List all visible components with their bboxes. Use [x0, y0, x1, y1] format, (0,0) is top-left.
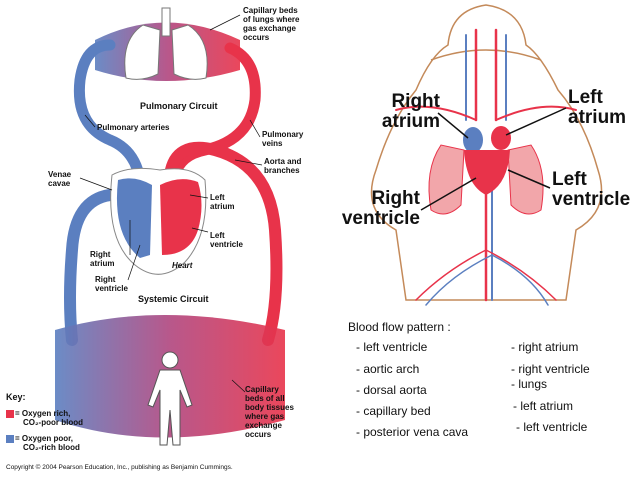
- pulmonary-arteries: [73, 39, 146, 186]
- flow-step-6: - right atrium: [511, 340, 579, 354]
- label-specimen-left-atrium: Left atrium: [568, 87, 627, 128]
- label-pulmonary-veins: Pulmonary veins: [262, 130, 304, 148]
- label-pulmonary-arteries: Pulmonary arteries: [97, 123, 170, 132]
- flow-step-10: - left ventricle: [516, 420, 588, 434]
- key-swatch-oxygen-rich: [6, 410, 14, 418]
- pulmonary-veins: [169, 42, 261, 181]
- label-aorta-branches: Aorta and branches: [264, 157, 302, 175]
- flow-step-5: - posterior vena cava: [356, 425, 469, 439]
- key-oxygen-rich: = Oxygen rich, CO₂-poor blood: [15, 409, 83, 427]
- key-title: Key:: [6, 392, 26, 402]
- lungs: [124, 24, 208, 80]
- label-heart: Heart: [172, 261, 193, 270]
- flow-step-8: - lungs: [511, 377, 548, 391]
- venae-cavae: [64, 189, 116, 346]
- label-specimen-right-atrium: Right atrium: [381, 91, 440, 132]
- circulation-diagram: [55, 7, 285, 446]
- left-heart: [160, 179, 202, 255]
- label-specimen-right-ventricle: Right ventricle: [341, 188, 420, 229]
- label-capillary-lungs: Capillary beds of lungs where gas exchan…: [243, 6, 300, 42]
- label-right-atrium: Right atrium: [90, 250, 115, 268]
- copyright: Copyright © 2004 Pearson Education, Inc.…: [6, 464, 233, 471]
- flow-step-4: - capillary bed: [356, 404, 431, 418]
- key-oxygen-poor: = Oxygen poor, CO₂-rich blood: [15, 434, 80, 452]
- label-left-atrium: Left atrium: [210, 193, 235, 211]
- label-venae-cavae: Venae cavae: [48, 170, 72, 188]
- flow-step-2: - aortic arch: [356, 362, 420, 376]
- specimen-heart: [463, 126, 511, 195]
- label-systemic-circuit: Systemic Circuit: [138, 294, 209, 304]
- specimen-diagram: [370, 4, 603, 306]
- label-specimen-left-ventricle: Left ventricle: [552, 169, 631, 210]
- key-swatch-oxygen-poor: [6, 435, 14, 443]
- specimen-left-lung: [428, 144, 465, 215]
- label-right-ventricle: Right ventricle: [95, 275, 128, 293]
- flow-step-7: - right ventricle: [511, 362, 590, 376]
- label-pulmonary-circuit: Pulmonary Circuit: [140, 101, 218, 111]
- right-heart: [116, 178, 152, 258]
- flow-step-9: - left atrium: [513, 399, 574, 413]
- specimen-right-lung: [507, 144, 544, 215]
- blood-flow-title: Blood flow pattern :: [348, 320, 451, 334]
- flow-step-3: - dorsal aorta: [356, 383, 427, 397]
- aorta: [164, 141, 283, 346]
- flow-step-1: - left ventricle: [356, 340, 428, 354]
- label-left-ventricle: Left ventricle: [210, 231, 243, 249]
- human-silhouette: [147, 351, 193, 446]
- heart: [110, 167, 207, 275]
- label-capillary-body: Capillary beds of all body tissues where…: [245, 385, 294, 439]
